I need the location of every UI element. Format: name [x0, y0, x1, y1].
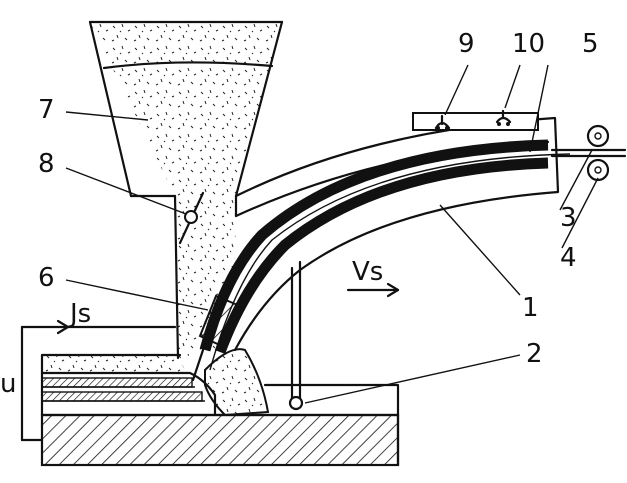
flux-layer-plate: [42, 348, 270, 417]
travel-direction-arrow: [346, 282, 400, 298]
label-10: 10: [512, 29, 545, 59]
label-9: 9: [458, 29, 475, 59]
sensors: [434, 109, 512, 130]
flux-valve: [178, 191, 205, 245]
label-2: 2: [526, 339, 543, 369]
contact-tip: [191, 294, 242, 382]
label-js: Js: [68, 299, 91, 329]
leader-lines: [65, 64, 599, 404]
flux-hopper: [88, 20, 284, 360]
label-7: 7: [38, 95, 55, 125]
label-u: u: [0, 369, 16, 399]
label-4: 4: [560, 243, 577, 273]
wire-guide-tube: [199, 139, 571, 371]
label-group: 7 8 6 Js u Vs 9 10 5 3 4 1 2: [0, 29, 599, 399]
label-1: 1: [522, 293, 539, 323]
feed-rollers: [550, 124, 627, 182]
label-6: 6: [38, 263, 55, 293]
label-5: 5: [582, 29, 599, 59]
weld-layers: [40, 371, 217, 417]
support-rod: [288, 260, 304, 411]
label-3: 3: [560, 203, 577, 233]
label-vs: Vs: [352, 257, 383, 287]
label-8: 8: [38, 149, 55, 179]
workpiece-base: [40, 413, 400, 467]
current-indicator: [20, 319, 177, 442]
